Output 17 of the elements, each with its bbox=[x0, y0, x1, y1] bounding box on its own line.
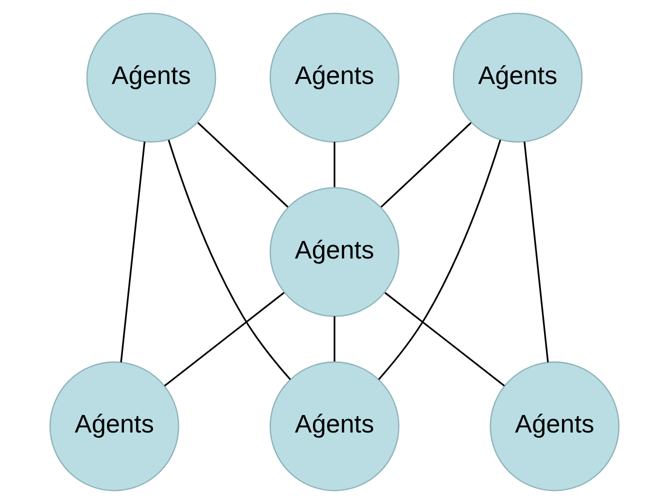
connector bbox=[168, 140, 291, 380]
connector bbox=[524, 142, 549, 362]
connector bbox=[120, 142, 146, 362]
node-circle: Aǵents bbox=[490, 361, 620, 492]
node-circle: Aǵents bbox=[86, 12, 216, 143]
connector bbox=[334, 142, 336, 188]
node-circle: Aǵents bbox=[452, 12, 583, 143]
node-circle: Aǵents bbox=[270, 361, 400, 492]
connector bbox=[164, 292, 284, 386]
node-circle: Aǵents bbox=[49, 361, 180, 492]
connector bbox=[380, 122, 472, 208]
connector bbox=[334, 316, 336, 362]
node-circle: Aǵents bbox=[270, 12, 400, 143]
connector bbox=[197, 122, 288, 208]
node-circle: Aǵents bbox=[270, 187, 400, 317]
connector bbox=[378, 140, 502, 380]
connector bbox=[384, 292, 505, 386]
